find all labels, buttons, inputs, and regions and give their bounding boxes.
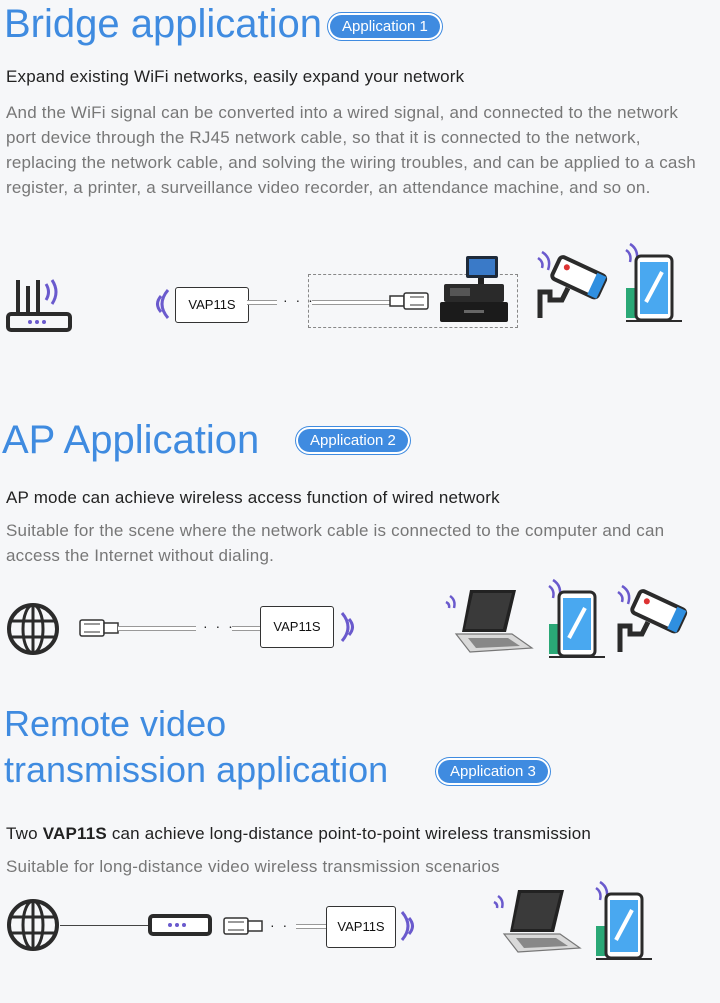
network-cable xyxy=(60,925,148,926)
section3-subtitle-prefix: Two xyxy=(6,824,43,843)
section2-body: Suitable for the scene where the network… xyxy=(6,521,665,565)
wifi-icon xyxy=(340,612,354,642)
vap11s-label: VAP11S xyxy=(188,297,236,312)
vap11s-label: VAP11S xyxy=(337,919,385,934)
section3-subtitle-product: VAP11S xyxy=(42,824,107,843)
wifi-icon xyxy=(400,911,414,941)
rj45-connector-icon xyxy=(79,619,119,637)
laptop-icon xyxy=(493,890,582,953)
vap11s-device: VAP11S xyxy=(260,606,334,648)
section3-body: Suitable for long-distance video wireles… xyxy=(6,857,500,876)
smartphone-icon xyxy=(548,578,605,658)
cash-register-icon xyxy=(440,256,508,322)
section2-badge-text: Application 2 xyxy=(298,429,408,452)
network-cable xyxy=(118,626,196,631)
laptop-icon xyxy=(445,590,534,653)
device-group-box xyxy=(308,274,518,328)
section2-subtitle: AP mode can achieve wireless access func… xyxy=(6,488,500,507)
section3-badge: Application 3 xyxy=(438,760,548,783)
section2-title-text: AP Application xyxy=(2,418,260,462)
cable-gap-dots: · · · xyxy=(283,292,315,308)
globe-icon xyxy=(7,603,59,655)
rj45-connector-icon xyxy=(223,917,263,935)
security-camera-icon xyxy=(617,584,688,652)
network-cable xyxy=(312,300,392,305)
network-cable xyxy=(232,626,260,631)
network-cable xyxy=(296,924,326,929)
cable-gap-dots: · · · xyxy=(270,917,302,933)
vap11s-device: VAP11S xyxy=(326,906,396,948)
section1-badge: Application 1 xyxy=(330,15,440,38)
security-camera-icon xyxy=(537,250,608,318)
section3-title-line1: Remote video xyxy=(4,703,227,744)
wifi-icon xyxy=(156,289,170,319)
section2-badge: Application 2 xyxy=(298,429,408,452)
section1-title: Bridge application xyxy=(4,4,322,44)
rj45-connector-icon xyxy=(389,292,429,310)
section3-title-line2: transmission application xyxy=(4,749,389,790)
router-icon xyxy=(6,279,72,332)
section3-badge-text: Application 3 xyxy=(438,760,548,783)
modem-icon xyxy=(148,914,212,936)
section3-subtitle: Two VAP11S can achieve long-distance poi… xyxy=(6,824,591,844)
vap11s-device: VAP11S xyxy=(175,287,249,323)
section3-subtitle-suffix: can achieve long-distance point-to-point… xyxy=(106,824,592,843)
section1-badge-text: Application 1 xyxy=(330,15,440,38)
vap11s-label: VAP11S xyxy=(273,619,321,634)
section1-body: And the WiFi signal can be converted int… xyxy=(6,103,696,197)
network-cable xyxy=(247,300,277,305)
globe-icon xyxy=(7,899,59,951)
smartphone-icon xyxy=(595,880,652,960)
section1-subtitle: Expand existing WiFi networks, easily ex… xyxy=(6,67,465,86)
section1-title-text: Bridge application xyxy=(4,2,322,46)
section2-title: AP Application xyxy=(2,420,259,460)
smartphone-icon xyxy=(625,242,682,322)
cable-gap-dots: · · · xyxy=(203,618,235,634)
